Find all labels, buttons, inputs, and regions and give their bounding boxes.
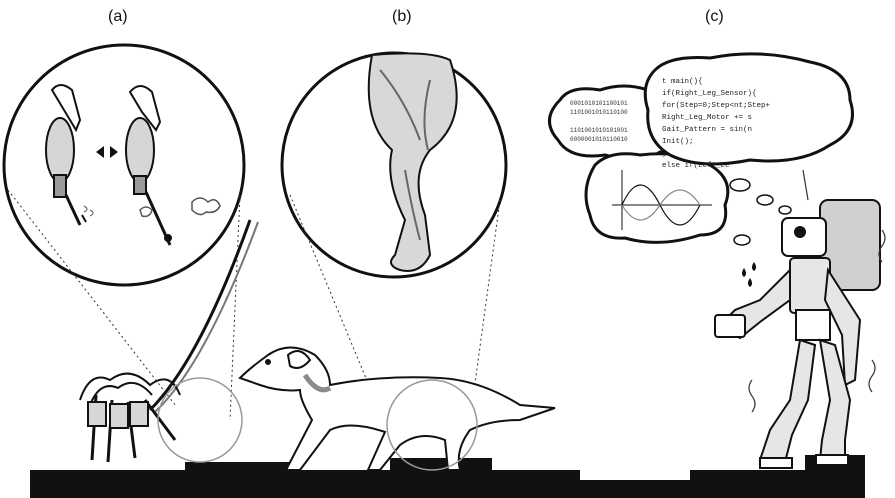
zoom-circle-a-small <box>158 378 242 462</box>
dog-drawing <box>240 348 555 471</box>
code-line-6: Init(); <box>662 138 694 146</box>
code-line-5: Gait_Pattern = sin(n <box>662 126 752 134</box>
code-line-3: for(Step=0;Step<nt;Step+ <box>662 102 771 110</box>
binary-line-2: 1101001010110100 <box>570 109 628 116</box>
binary-line-1: 0001010101100101 <box>570 100 628 107</box>
code-line-7: } <box>662 150 667 158</box>
panel-a-zoom-circle <box>4 45 244 420</box>
code-line-1: t main(){ <box>662 78 703 86</box>
sweat-drops-icon <box>742 262 756 287</box>
code-line-4: Right_Leg_Motor += s <box>662 114 752 122</box>
binary-line-5: 0000001010110010 <box>570 136 628 143</box>
code-line-2: if(Right_Leg_Sensor){ <box>662 90 757 98</box>
binary-line-4: 1101001010101001 <box>570 127 628 134</box>
code-line-8: else if(Left_Le <box>662 162 730 170</box>
